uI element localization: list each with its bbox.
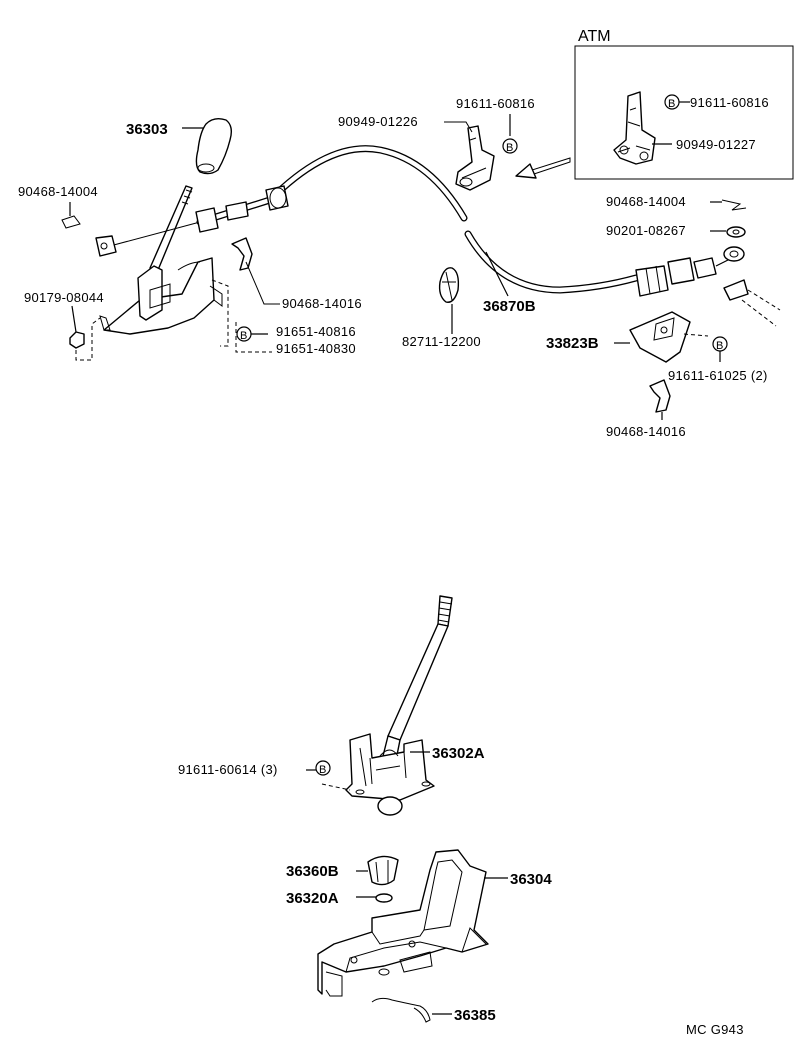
label-lever-bracket: 36304 (510, 871, 552, 888)
label-spring: 36385 (454, 1007, 496, 1024)
footer-code: MC G943 (686, 1022, 744, 1037)
svg-text:B: B (668, 98, 675, 110)
svg-text:B: B (506, 142, 513, 154)
svg-text:B: B (319, 764, 326, 776)
svg-text:B: B (240, 330, 247, 342)
control-cable: 36870B (195, 145, 781, 327)
atm-inset: ATM B 91611-60816 90949-01227 (515, 28, 794, 180)
bushing: 36360B (286, 855, 399, 886)
label-atm-bracket: 90949-01227 (676, 137, 756, 152)
label-bolt-right: 91611-61025 (2) (668, 368, 768, 383)
top-bracket: 90949-01226 91611-60816 B (338, 96, 535, 191)
label-nut-left: 90179-08044 (24, 290, 104, 305)
right-clip-washer: 90468-14004 90201-08267 (606, 194, 747, 238)
label-washer-right: 90201-08267 (606, 223, 686, 238)
label-clip-right-lower: 90468-14016 (606, 424, 686, 439)
upper-shift-lever (69, 185, 229, 361)
label-clip-mid: 90468-14016 (282, 296, 362, 311)
label-shift-knob: 36303 (126, 121, 168, 138)
small-washer: 36320A (286, 890, 393, 907)
label-bolt-mid-b: 91651-40830 (276, 341, 356, 356)
cable-bracket: 33823B B 91611-61025 (2) (546, 311, 768, 383)
bolt-mid-callout: B 91651-40816 91651-40830 (235, 322, 356, 356)
bolt-symbol (502, 138, 518, 154)
label-bolt-top: 91611-60816 (456, 96, 535, 111)
cable-clamp: 82711-12200 (402, 267, 481, 349)
label-atm-bolt: 91611-60816 (690, 95, 769, 110)
shift-lever-assy: 36302A 91611-60614 (3) B (178, 595, 485, 816)
label-lever-assy: 36302A (432, 745, 485, 762)
clip-right-lower: 90468-14016 (606, 379, 686, 439)
label-bushing: 36360B (286, 863, 339, 880)
return-spring: 36385 (371, 997, 496, 1024)
label-bracket-top: 90949-01226 (338, 114, 418, 129)
label-cable-bracket: 33823B (546, 335, 599, 352)
clip-mid: 90468-14016 (231, 237, 362, 311)
label-clip-left-group: 90468-14004 90179-08044 (18, 184, 104, 333)
arrow-left-icon (515, 157, 571, 179)
label-washer-small: 36320A (286, 890, 339, 907)
label-cable: 36870B (483, 298, 536, 315)
label-bolt-mid-a: 91651-40816 (276, 324, 356, 339)
svg-text:B: B (716, 340, 723, 352)
atm-label: ATM (578, 28, 611, 45)
label-clip-right: 90468-14004 (606, 194, 686, 209)
shift-knob: 36303 (126, 117, 233, 175)
bolt-symbol (315, 760, 331, 776)
atm-bolt-callout: B 91611-60816 (664, 94, 769, 110)
label-clip-left: 90468-14004 (18, 184, 98, 199)
atm-bracket-part (613, 91, 656, 165)
lever-bracket: 36304 (317, 849, 552, 997)
label-lever-bolt: 91611-60614 (3) (178, 762, 278, 777)
label-clamp: 82711-12200 (402, 334, 481, 349)
